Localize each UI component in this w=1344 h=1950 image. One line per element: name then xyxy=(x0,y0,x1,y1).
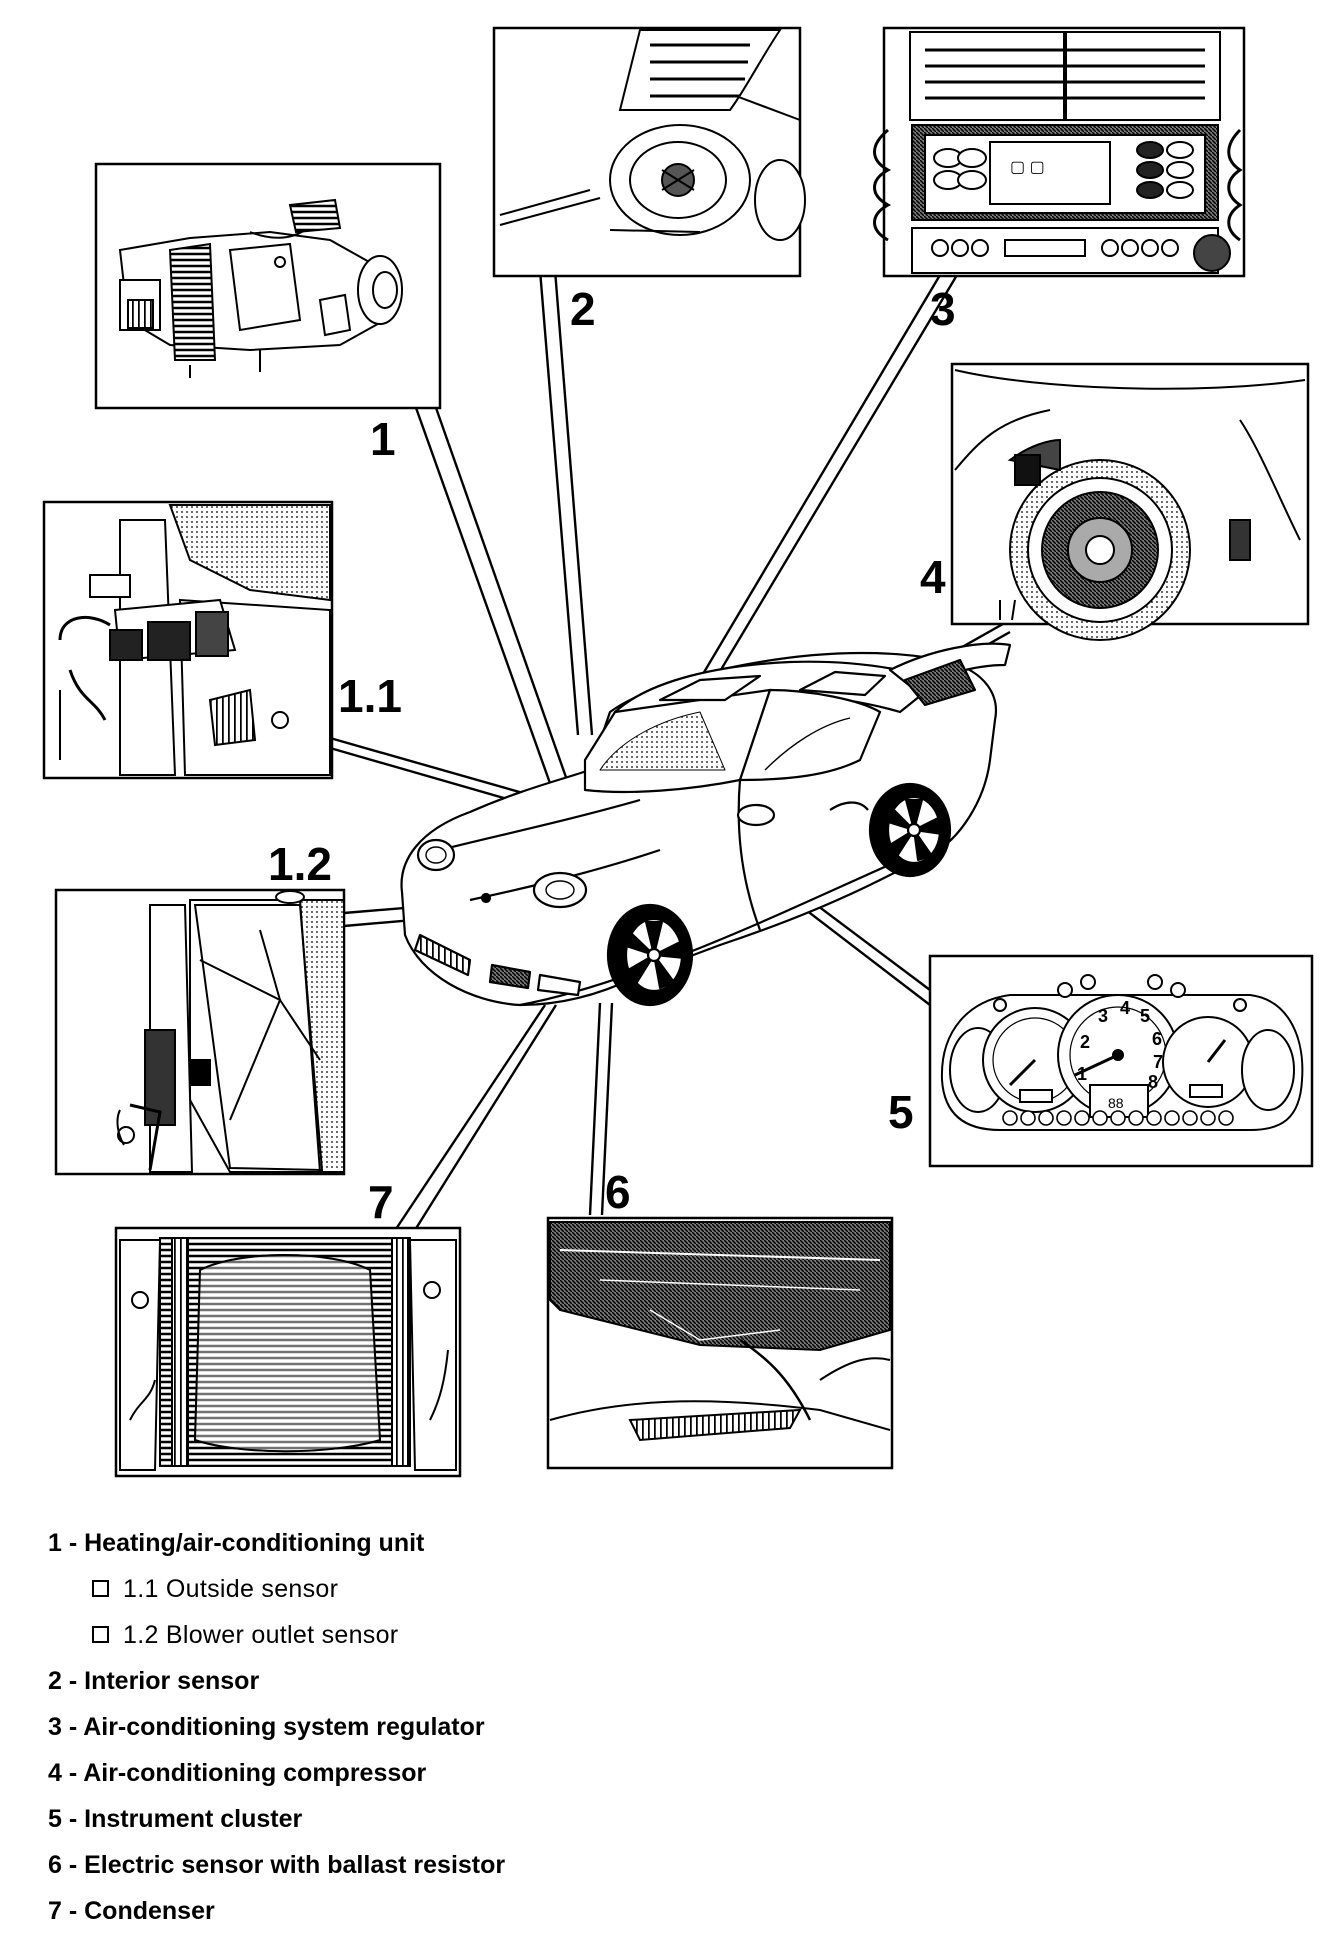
callout-1: 1 xyxy=(370,413,396,465)
svg-text:8: 8 xyxy=(1148,1072,1158,1092)
panel-ac-system-regulator: ▢ ▢ 3 xyxy=(873,26,1246,335)
svg-text:3: 3 xyxy=(1098,1006,1108,1026)
callout-2: 2 xyxy=(570,283,596,335)
svg-text:2: 2 xyxy=(1080,1032,1090,1052)
legend-item-7: 7 - Condenser xyxy=(48,1897,215,1925)
callout-6: 6 xyxy=(605,1166,631,1218)
panel-outside-sensor: 1.1 xyxy=(42,500,402,780)
checkbox-icon xyxy=(92,1625,109,1643)
svg-text:4: 4 xyxy=(1120,998,1130,1018)
panel-interior-sensor: 2 xyxy=(492,26,806,335)
panel-instrument-cluster: 88 1 2 3 4 5 6 7 8 xyxy=(888,954,1314,1168)
panel-condenser: 7 xyxy=(114,1176,462,1478)
callout-1-1: 1.1 xyxy=(338,670,402,722)
legend-item-1-2-label: 1.2 Blower outlet sensor xyxy=(123,1621,399,1649)
svg-text:5: 5 xyxy=(1140,1006,1150,1026)
legend-item-5: 5 - Instrument cluster xyxy=(48,1805,303,1833)
car-illustration xyxy=(400,642,1012,1007)
panel-electric-sensor: 6 xyxy=(546,1166,894,1470)
svg-text:6: 6 xyxy=(1152,1029,1162,1049)
component-location-diagram: 1 1.1 xyxy=(42,26,1314,1478)
checkbox-icon xyxy=(92,1579,109,1597)
svg-text:1: 1 xyxy=(1077,1064,1087,1084)
cluster-lcd-text: 88 xyxy=(1108,1095,1124,1111)
panel-heating-ac-unit: 1 xyxy=(94,162,442,465)
callout-4: 4 xyxy=(920,551,946,603)
callout-1-2: 1.2 xyxy=(268,838,332,890)
svg-text:7: 7 xyxy=(1153,1052,1163,1072)
legend: 1 - Heating/air-conditioning unit 1.1 Ou… xyxy=(48,1520,1298,1934)
regulator-lcd-text: ▢ ▢ xyxy=(1010,159,1045,176)
tachometer-ticks: 1 2 3 4 5 6 7 8 xyxy=(1077,998,1163,1092)
panel-ac-compressor: 4 xyxy=(920,362,1310,641)
legend-item-3: 3 - Air-conditioning system regulator xyxy=(48,1713,485,1741)
callout-5: 5 xyxy=(888,1086,914,1138)
panel-blower-outlet-sensor: 1.2 xyxy=(54,838,346,1176)
legend-item-4: 4 - Air-conditioning compressor xyxy=(48,1759,427,1787)
legend-item-2: 2 - Interior sensor xyxy=(48,1667,260,1695)
legend-item-1: 1 - Heating/air-conditioning unit xyxy=(48,1529,425,1557)
callout-7: 7 xyxy=(368,1176,394,1228)
legend-item-1-2: 1.2 Blower outlet sensor xyxy=(48,1612,1298,1658)
legend-item-6: 6 - Electric sensor with ballast resisto… xyxy=(48,1851,506,1879)
legend-item-1-1: 1.1 Outside sensor xyxy=(48,1566,1298,1612)
callout-3: 3 xyxy=(930,283,956,335)
legend-item-1-1-label: 1.1 Outside sensor xyxy=(123,1575,339,1603)
